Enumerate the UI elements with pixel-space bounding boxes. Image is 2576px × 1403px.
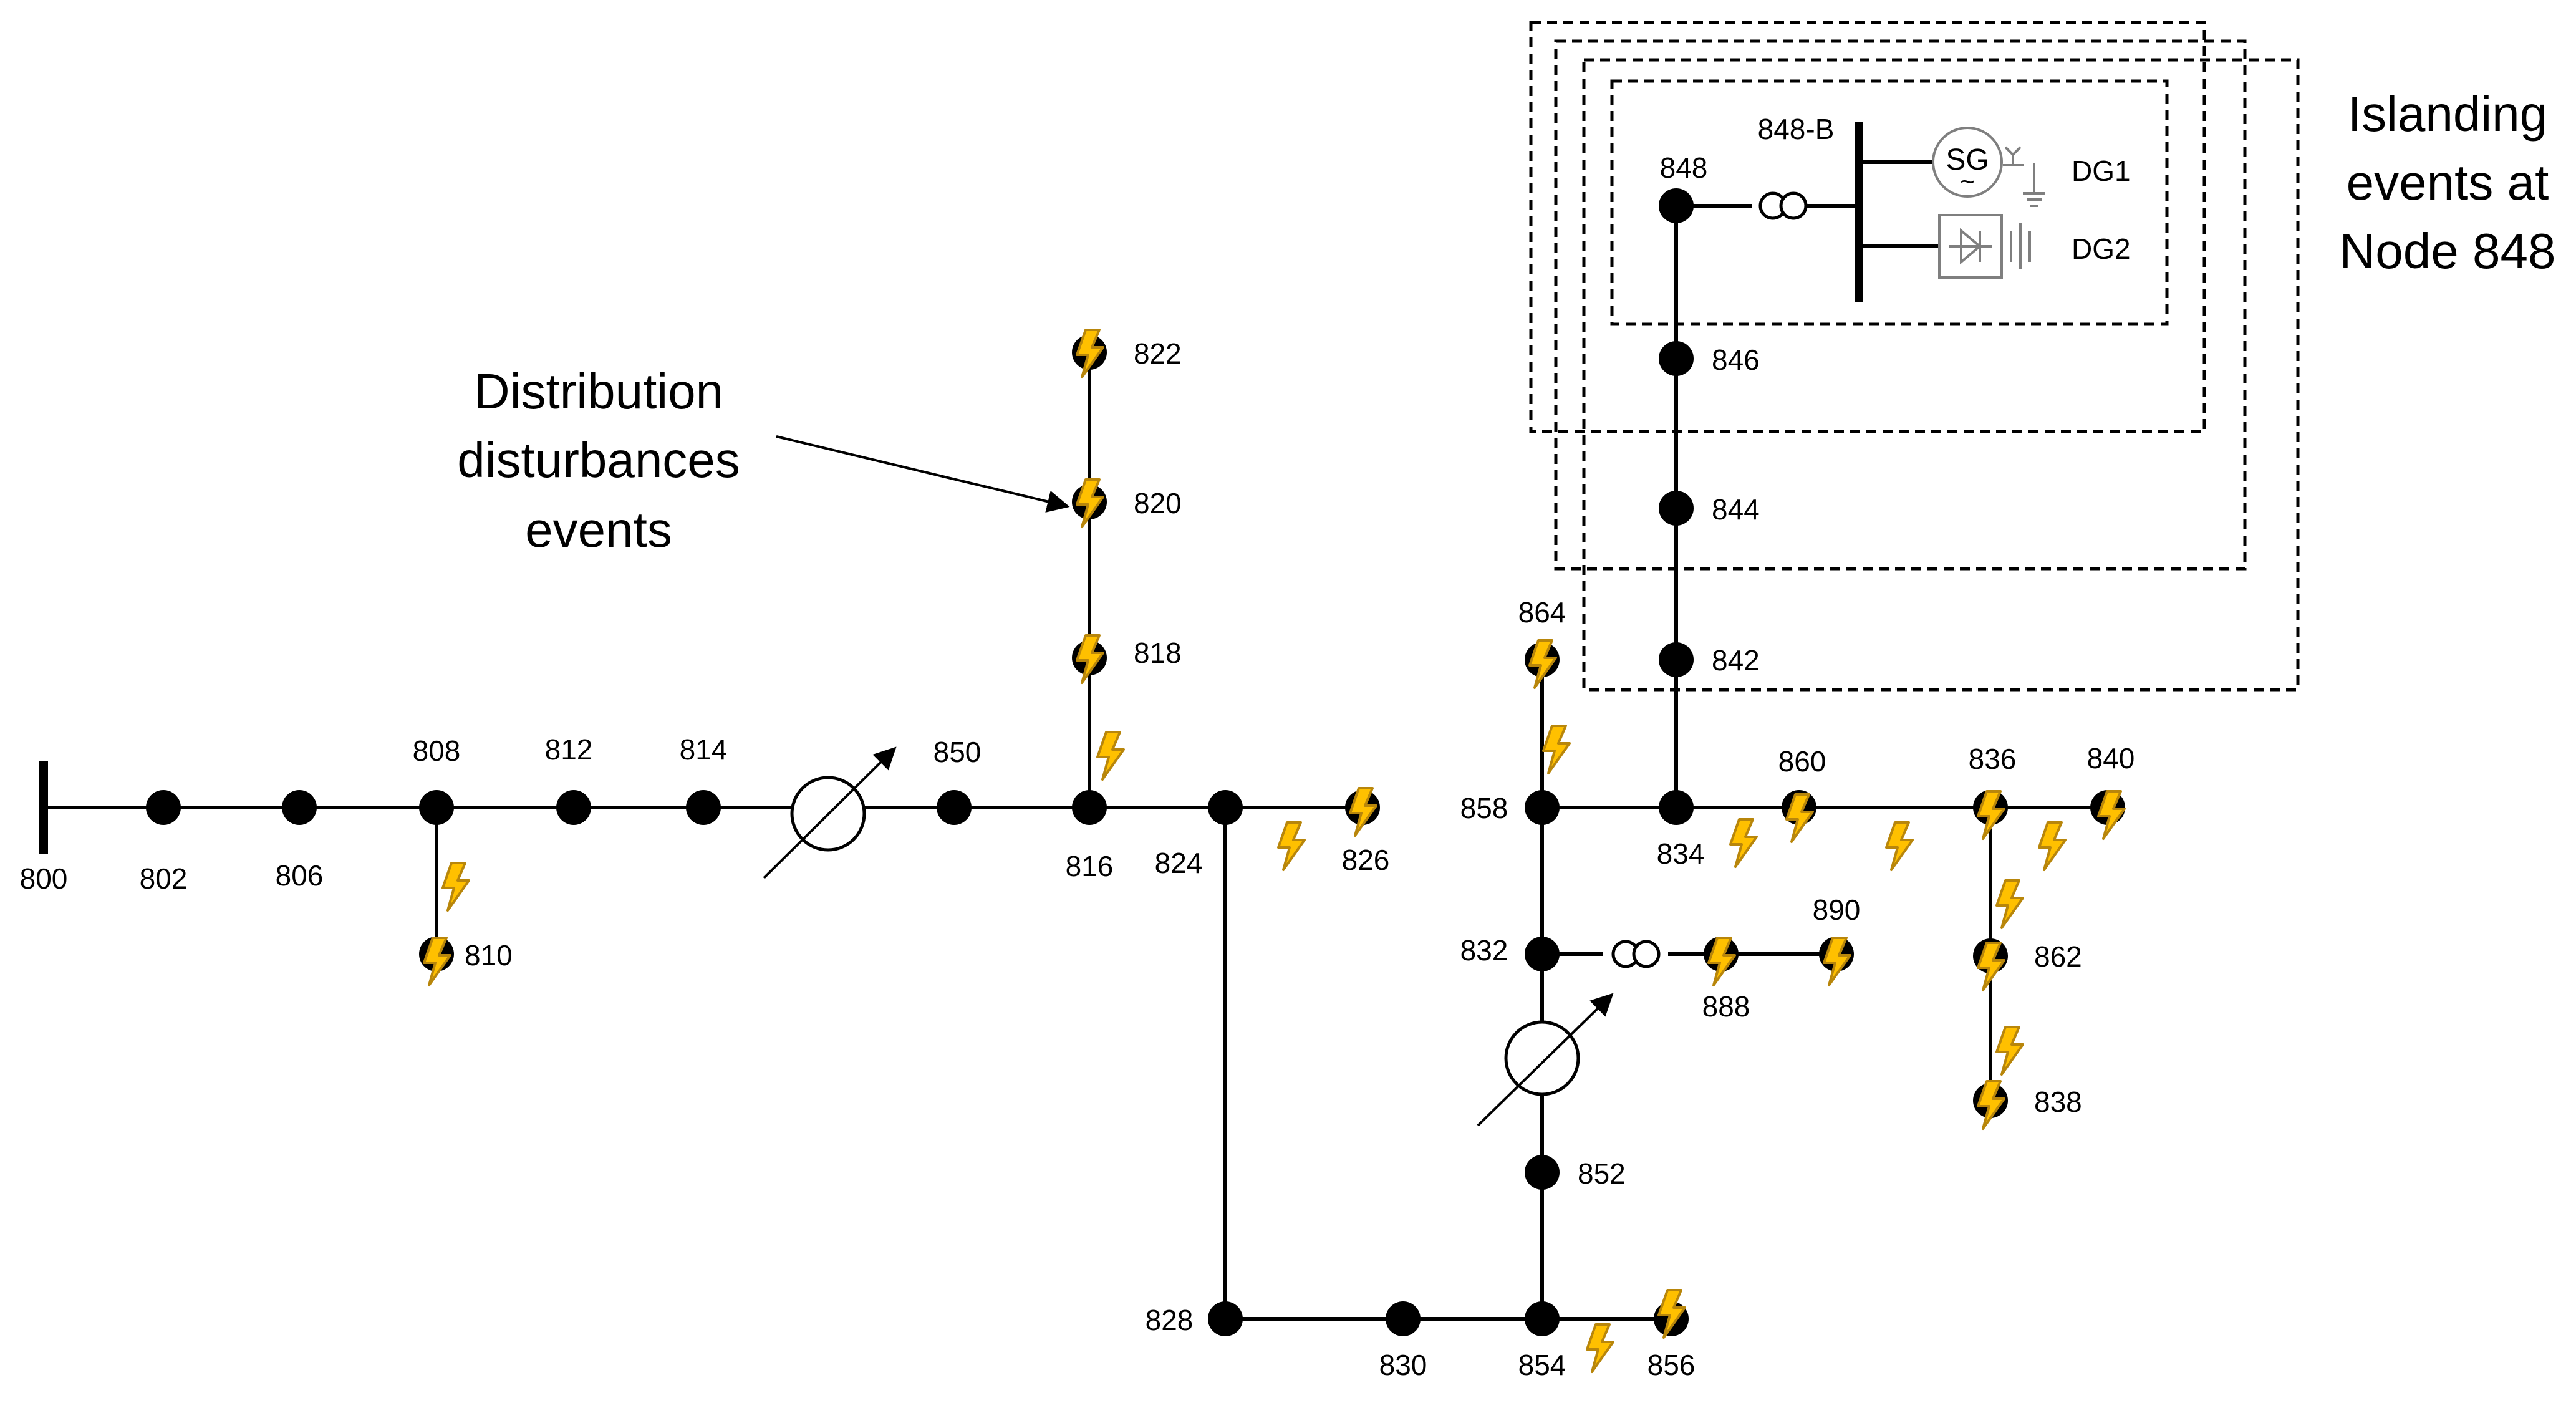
node-label-890: 890 bbox=[1813, 894, 1861, 926]
node-label-832: 832 bbox=[1460, 934, 1508, 967]
node-label-820: 820 bbox=[1134, 487, 1182, 519]
transformer-848-848b bbox=[1758, 191, 1808, 220]
bus-node-834 bbox=[1659, 790, 1694, 825]
node-label-842: 842 bbox=[1712, 644, 1760, 677]
node-label-850: 850 bbox=[933, 736, 982, 768]
node-label-834: 834 bbox=[1657, 837, 1705, 870]
bus-node-806 bbox=[282, 790, 317, 825]
islanding-annotation-line-1: Islanding bbox=[2348, 86, 2547, 142]
voltage-regulator-1 bbox=[763, 746, 897, 879]
node-label-802: 802 bbox=[140, 862, 188, 895]
feeder-lines bbox=[39, 122, 2111, 1321]
node-label-848: 848 bbox=[1660, 152, 1708, 184]
lightning-bolt-icon bbox=[1885, 821, 1914, 871]
node-label-848-b: 848-B bbox=[1758, 113, 1835, 145]
bus-node-852 bbox=[1525, 1155, 1560, 1190]
bus-node-832 bbox=[1525, 937, 1560, 971]
node-label-860: 860 bbox=[1778, 745, 1826, 778]
node-labels: 800 802 806 808 810 812 814 850 816 818 … bbox=[20, 113, 2135, 1381]
lightning-bolt-icon bbox=[2038, 821, 2067, 871]
node-label-858: 858 bbox=[1460, 792, 1508, 824]
bus-node-816 bbox=[1072, 790, 1107, 825]
node-label-862: 862 bbox=[2034, 940, 2082, 973]
annotation-arrow bbox=[776, 435, 1070, 513]
sg-tilde-label: ~ bbox=[1960, 168, 1974, 196]
voltage-regulator-2 bbox=[1477, 993, 1614, 1127]
bus-node-802 bbox=[146, 790, 181, 825]
lightning-bolt-icon bbox=[1096, 731, 1125, 781]
bus-node-830 bbox=[1386, 1301, 1421, 1336]
bus-node-824 bbox=[1208, 790, 1243, 825]
lightning-bolt-icon bbox=[1995, 879, 2024, 929]
node-label-852: 852 bbox=[1578, 1157, 1626, 1190]
dg2-label: DG2 bbox=[2072, 233, 2131, 265]
node-label-828: 828 bbox=[1146, 1304, 1194, 1336]
bus-node-846 bbox=[1659, 341, 1694, 376]
generator-ground-icon bbox=[2003, 146, 2045, 207]
node-label-810: 810 bbox=[465, 939, 513, 971]
bus-node-828 bbox=[1208, 1301, 1243, 1336]
dg1-label: DG1 bbox=[2072, 155, 2131, 187]
node-label-814: 814 bbox=[680, 733, 728, 766]
node-label-864: 864 bbox=[1518, 596, 1566, 629]
node-label-822: 822 bbox=[1134, 337, 1182, 370]
node-label-830: 830 bbox=[1379, 1349, 1427, 1381]
lightning-bolt-icon bbox=[1277, 821, 1306, 871]
lightning-bolt-icon bbox=[1729, 818, 1758, 868]
node-label-812: 812 bbox=[545, 733, 593, 766]
bus-node-808 bbox=[419, 790, 454, 825]
node-label-888: 888 bbox=[1702, 990, 1750, 1023]
synchronous-generator-dg1: SG ~ bbox=[1932, 127, 2045, 207]
node-label-844: 844 bbox=[1712, 493, 1760, 526]
distribution-annotation-line-3: events bbox=[525, 502, 672, 557]
bus-node-858 bbox=[1525, 790, 1560, 825]
bus-node-850 bbox=[937, 790, 972, 825]
lightning-bolt-icon bbox=[441, 862, 470, 912]
bus-node-814 bbox=[686, 790, 721, 825]
islanding-annotation: Islanding events at Node 848 bbox=[2340, 86, 2556, 279]
islanding-annotation-line-3: Node 848 bbox=[2340, 223, 2556, 279]
node-label-826: 826 bbox=[1342, 844, 1390, 876]
inverter-generator-dg2 bbox=[1938, 214, 2031, 279]
node-label-846: 846 bbox=[1712, 344, 1760, 376]
node-label-838: 838 bbox=[2034, 1086, 2082, 1118]
bus-node-812 bbox=[556, 790, 591, 825]
node-label-824: 824 bbox=[1155, 847, 1203, 879]
distribution-annotation: Distribution disturbances events bbox=[457, 364, 1070, 557]
node-label-808: 808 bbox=[413, 735, 461, 767]
node-label-854: 854 bbox=[1518, 1349, 1566, 1381]
islanding-boxes bbox=[1529, 21, 2300, 692]
lightning-bolt-icon bbox=[1995, 1026, 2024, 1076]
node-label-818: 818 bbox=[1134, 637, 1182, 669]
lightning-bolt-icon bbox=[1542, 725, 1571, 774]
battery-icon bbox=[2010, 223, 2031, 269]
lightning-bolt-icon bbox=[1586, 1323, 1614, 1373]
transformer-832-888 bbox=[1611, 940, 1661, 968]
node-label-840: 840 bbox=[2087, 742, 2135, 774]
bus-node-842 bbox=[1659, 642, 1694, 677]
distribution-annotation-line-2: disturbances bbox=[457, 432, 740, 488]
islanding-annotation-line-2: events at bbox=[2347, 155, 2549, 210]
distribution-annotation-line-1: Distribution bbox=[474, 364, 723, 419]
node-label-800: 800 bbox=[20, 862, 68, 895]
sg-symbol-label: SG bbox=[1946, 143, 1989, 176]
node-label-806: 806 bbox=[276, 859, 324, 892]
diode-icon bbox=[1949, 228, 1992, 265]
node-label-856: 856 bbox=[1647, 1349, 1696, 1381]
node-label-816: 816 bbox=[1066, 850, 1114, 882]
bus-node-844 bbox=[1659, 491, 1694, 526]
bus-node-848 bbox=[1659, 188, 1694, 223]
node-label-836: 836 bbox=[1969, 743, 2017, 775]
bus-node-854 bbox=[1525, 1301, 1560, 1336]
